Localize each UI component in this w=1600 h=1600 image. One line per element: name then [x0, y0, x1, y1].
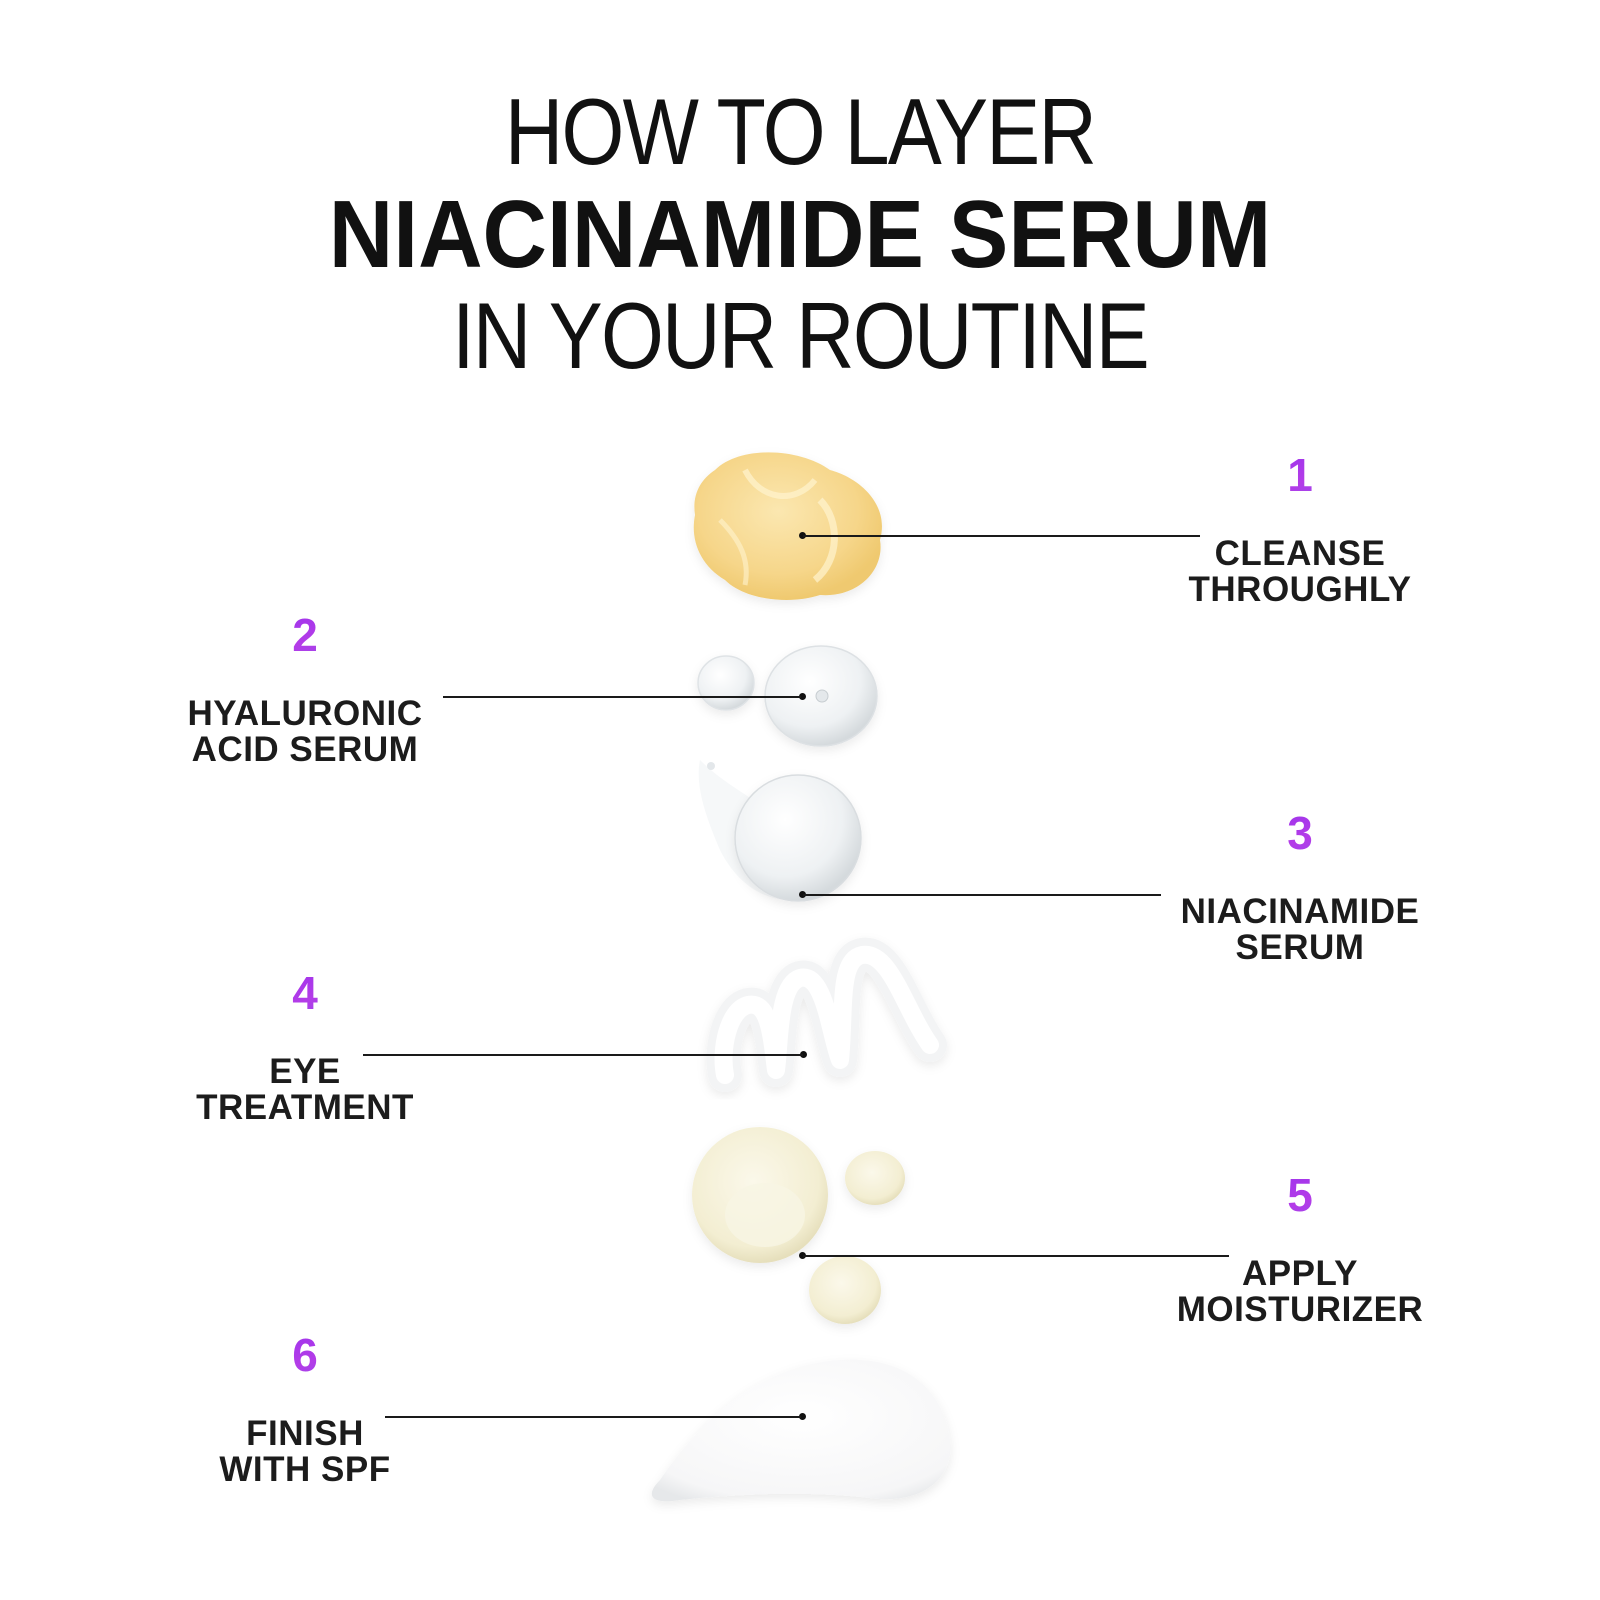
pointer-dot-6: [799, 1413, 806, 1420]
pointer-dot-1: [799, 532, 806, 539]
step-4: 4 EYE TREATMENT: [155, 970, 455, 1126]
spf-smear: [651, 1359, 951, 1502]
title-line-2: NIACINAMIDE SERUM: [328, 181, 1272, 288]
step-number-4: 4: [155, 970, 455, 1016]
leader-line-4: [363, 1054, 803, 1056]
step-6: 6 FINISH WITH SPF: [155, 1332, 455, 1488]
step-number-6: 6: [155, 1332, 455, 1378]
step-number-2: 2: [155, 612, 455, 658]
step-label-4: EYE TREATMENT: [196, 1052, 414, 1127]
step-5: 5 APPLY MOISTURIZER: [1150, 1172, 1450, 1328]
pointer-dot-3: [799, 891, 806, 898]
niacinamide-serum-drop: [698, 760, 862, 902]
step-label-1: CLEANSE THROUGHLY: [1188, 534, 1412, 609]
step-number-3: 3: [1150, 810, 1450, 856]
moisturizer-dollops: [692, 1127, 905, 1324]
pointer-dot-2: [799, 693, 806, 700]
step-label-3: NIACINAMIDE SERUM: [1180, 892, 1420, 967]
leader-line-6: [385, 1416, 801, 1418]
step-label-2: HYALURONIC ACID SERUM: [187, 694, 423, 769]
title-line-3: IN YOUR ROUTINE: [452, 283, 1150, 388]
step-number-5: 5: [1150, 1172, 1450, 1218]
leader-line-2: [443, 696, 801, 698]
step-3: 3 NIACINAMIDE SERUM: [1150, 810, 1450, 966]
leader-line-1: [803, 535, 1200, 537]
step-label-5: APPLY MOISTURIZER: [1176, 1254, 1424, 1329]
step-number-1: 1: [1150, 452, 1450, 498]
pointer-dot-4: [800, 1051, 807, 1058]
eye-treatment-squiggle: [706, 937, 947, 1092]
leader-line-5: [803, 1255, 1229, 1257]
step-label-6: FINISH WITH SPF: [219, 1414, 391, 1489]
cleanser-swatch: [693, 452, 882, 600]
step-1: 1 CLEANSE THROUGHLY: [1150, 452, 1450, 608]
title-line-1: HOW TO LAYER: [504, 79, 1097, 184]
pointer-dot-5: [799, 1252, 806, 1259]
step-2: 2 HYALURONIC ACID SERUM: [155, 612, 455, 768]
leader-line-3: [803, 894, 1161, 896]
